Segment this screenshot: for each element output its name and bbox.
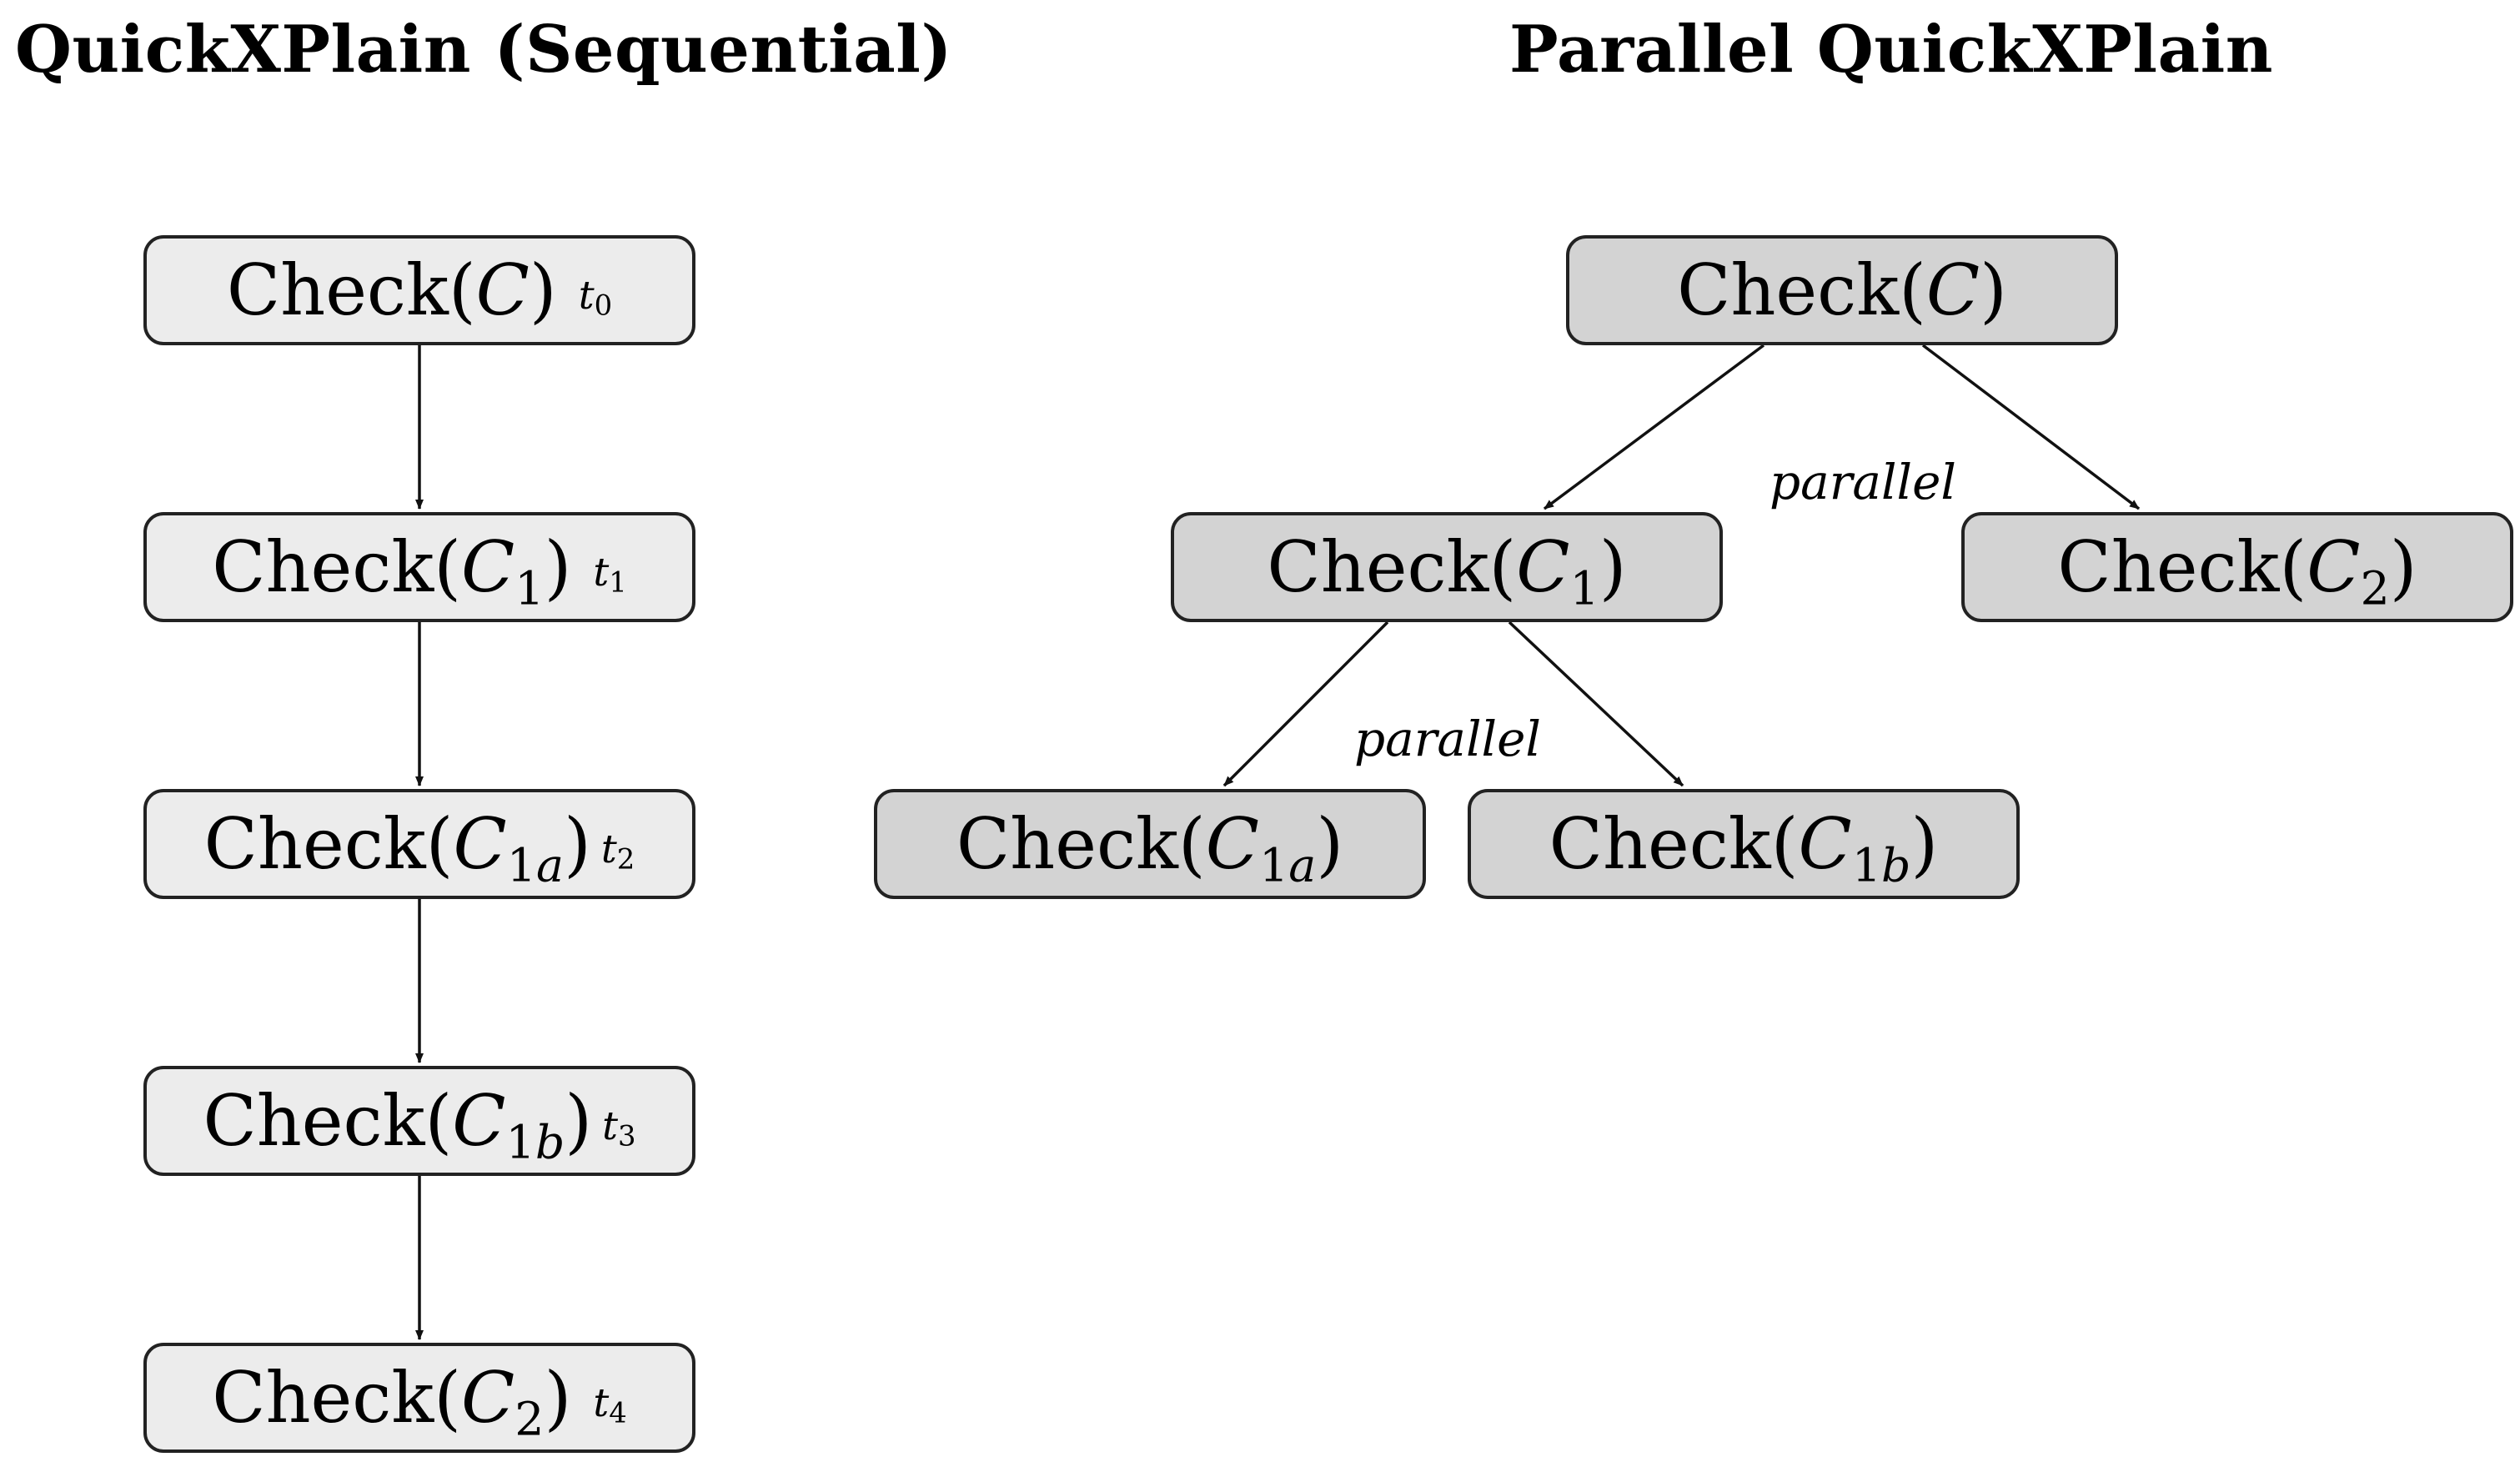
seq-node-check-c2: Check(C2) t4 — [143, 1343, 695, 1453]
seq-node-check-c: Check(C) t0 — [143, 235, 695, 345]
seq-node-check-c1a: Check(C1a) t2 — [143, 789, 695, 899]
sequential-title: QuickXPlain (Sequential) — [15, 12, 952, 88]
time-label: t4 — [593, 1379, 627, 1429]
parallel-label-top: parallel — [1770, 454, 1956, 510]
par-node-check-c1b: Check(C1b) — [1468, 789, 2020, 899]
seq-node-check-c1b: Check(C1b) t3 — [143, 1066, 695, 1176]
node-label: Check(C1) — [212, 526, 572, 616]
node-label: Check(C1b) — [1549, 803, 1939, 893]
seq-node-check-c1: Check(C1) t1 — [143, 512, 695, 622]
par-node-check-c1: Check(C1) — [1171, 512, 1723, 622]
par-arrow-c1-c1a — [1222, 620, 1389, 787]
node-label: Check(C) — [226, 249, 557, 331]
node-label: Check(C1b) — [203, 1080, 593, 1170]
par-arrow-root-c1 — [1543, 344, 1765, 510]
node-label: Check(C1a) — [203, 803, 591, 893]
par-node-check-c: Check(C) — [1566, 235, 2118, 345]
time-label: t0 — [578, 272, 613, 321]
par-node-check-c2: Check(C2) — [1961, 512, 2513, 622]
par-arrow-root-c2 — [1921, 344, 2141, 510]
node-label: Check(C2) — [212, 1357, 572, 1447]
node-label: Check(C) — [1677, 249, 2007, 331]
parallel-label-bottom: parallel — [1354, 711, 1541, 767]
time-label: t1 — [593, 549, 627, 598]
par-node-check-c1a: Check(C1a) — [874, 789, 1426, 899]
time-label: t2 — [600, 826, 635, 875]
node-label: Check(C1) — [1267, 526, 1627, 616]
time-label: t3 — [602, 1103, 636, 1152]
par-arrow-c1-c1b — [1508, 620, 1684, 787]
node-label: Check(C2) — [2057, 526, 2417, 616]
node-label: Check(C1a) — [956, 803, 1344, 893]
parallel-title: Parallel QuickXPlain — [1509, 12, 2273, 88]
